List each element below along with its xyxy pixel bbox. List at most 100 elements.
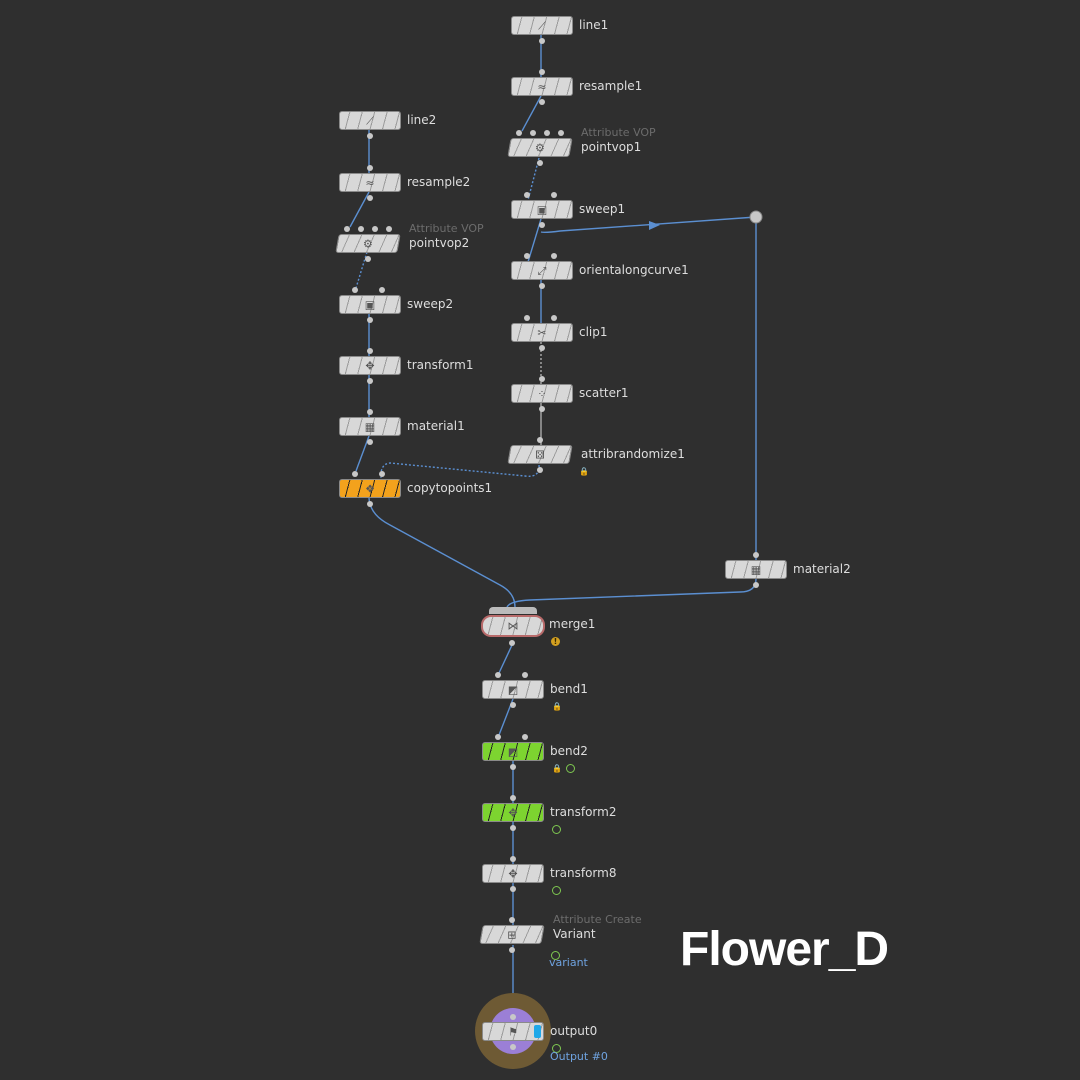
- input-connector[interactable]: [544, 130, 550, 136]
- output-connector[interactable]: [367, 378, 373, 384]
- node-material1[interactable]: ▦: [339, 417, 401, 436]
- input-connector[interactable]: [524, 253, 530, 259]
- node-transform2[interactable]: ✥: [482, 803, 544, 822]
- node-sweep1[interactable]: ▣: [511, 200, 573, 219]
- output-connector[interactable]: [510, 1044, 516, 1050]
- output-connector[interactable]: [510, 886, 516, 892]
- node-bend1[interactable]: ◩: [482, 680, 544, 699]
- input-connector[interactable]: [510, 795, 516, 801]
- node-name[interactable]: line1: [579, 18, 609, 32]
- input-connector[interactable]: [530, 130, 536, 136]
- node-name[interactable]: sweep1: [579, 202, 626, 216]
- output-connector[interactable]: [753, 582, 759, 588]
- lock-icon[interactable]: 🔒: [552, 702, 562, 711]
- node-copytopoints1[interactable]: ❖: [339, 479, 401, 498]
- input-connector[interactable]: [344, 226, 350, 232]
- node-orientalongcurve1[interactable]: ⤢: [511, 261, 573, 280]
- node-material2[interactable]: ▦: [725, 560, 787, 579]
- output-connector[interactable]: [539, 283, 545, 289]
- node-name[interactable]: resample2: [407, 175, 471, 189]
- input-connector[interactable]: [516, 130, 522, 136]
- node-name[interactable]: material1: [407, 419, 465, 433]
- output-connector[interactable]: [539, 99, 545, 105]
- output-connector[interactable]: [509, 640, 515, 646]
- node-line2[interactable]: ⟋: [339, 111, 401, 130]
- output-connector[interactable]: [539, 38, 545, 44]
- input-connector[interactable]: [367, 165, 373, 171]
- node-attribrandomize1[interactable]: ⚄: [507, 445, 573, 464]
- node-name[interactable]: scatter1: [579, 386, 629, 400]
- input-connector[interactable]: [367, 348, 373, 354]
- input-connector[interactable]: [386, 226, 392, 232]
- output-connector[interactable]: [365, 256, 371, 262]
- output-connector[interactable]: [539, 345, 545, 351]
- node-transform1[interactable]: ✥: [339, 356, 401, 375]
- node-sweep2[interactable]: ▣: [339, 295, 401, 314]
- node-name[interactable]: transform1: [407, 358, 474, 372]
- output-connector[interactable]: [510, 702, 516, 708]
- output-connector[interactable]: [367, 439, 373, 445]
- node-name[interactable]: pointvop2: [409, 236, 470, 250]
- output-connector[interactable]: [367, 501, 373, 507]
- node-name[interactable]: sweep2: [407, 297, 454, 311]
- node-output0[interactable]: ⚑: [482, 1022, 544, 1041]
- input-connector[interactable]: [352, 471, 358, 477]
- node-pointvop1[interactable]: ⚙: [507, 138, 573, 157]
- input-connector[interactable]: [524, 192, 530, 198]
- node-clip1[interactable]: ✂: [511, 323, 573, 342]
- node-name[interactable]: pointvop1: [581, 140, 642, 154]
- output-connector[interactable]: [509, 947, 515, 953]
- input-connector[interactable]: [367, 409, 373, 415]
- input-connector[interactable]: [509, 917, 515, 923]
- display-flag-button[interactable]: [534, 1025, 541, 1038]
- input-connector[interactable]: [551, 253, 557, 259]
- node-name[interactable]: output0: [550, 1024, 598, 1038]
- node-bend2[interactable]: ◩: [482, 742, 544, 761]
- input-connector[interactable]: [358, 226, 364, 232]
- node-scatter1[interactable]: ⁘: [511, 384, 573, 403]
- node-variant[interactable]: ⊞: [479, 925, 545, 944]
- input-connector[interactable]: [379, 471, 385, 477]
- node-name[interactable]: attribrandomize1: [581, 447, 685, 461]
- input-connector[interactable]: [539, 69, 545, 75]
- input-connector[interactable]: [510, 1014, 516, 1020]
- merge-input-bar[interactable]: [489, 607, 537, 614]
- output-connector[interactable]: [537, 467, 543, 473]
- input-connector[interactable]: [524, 315, 530, 321]
- node-name[interactable]: transform2: [550, 805, 617, 819]
- node-merge1[interactable]: ⋈: [481, 615, 545, 637]
- input-connector[interactable]: [352, 287, 358, 293]
- node-name[interactable]: copytopoints1: [407, 481, 493, 495]
- node-resample1[interactable]: ≈: [511, 77, 573, 96]
- output-connector[interactable]: [537, 160, 543, 166]
- node-resample2[interactable]: ≈: [339, 173, 401, 192]
- input-connector[interactable]: [551, 315, 557, 321]
- node-line1[interactable]: ⟋: [511, 16, 573, 35]
- input-connector[interactable]: [495, 734, 501, 740]
- node-name[interactable]: resample1: [579, 79, 643, 93]
- node-name[interactable]: bend1: [550, 682, 588, 696]
- input-connector[interactable]: [379, 287, 385, 293]
- node-name[interactable]: transform8: [550, 866, 617, 880]
- node-transform8[interactable]: ✥: [482, 864, 544, 883]
- node-name[interactable]: line2: [407, 113, 437, 127]
- output-connector[interactable]: [510, 764, 516, 770]
- output-connector[interactable]: [539, 406, 545, 412]
- output-connector[interactable]: [539, 222, 545, 228]
- input-connector[interactable]: [558, 130, 564, 136]
- input-connector[interactable]: [537, 437, 543, 443]
- input-connector[interactable]: [522, 672, 528, 678]
- input-connector[interactable]: [510, 856, 516, 862]
- node-name[interactable]: Variant: [553, 927, 596, 941]
- lock-icon[interactable]: 🔒: [579, 467, 589, 476]
- input-connector[interactable]: [372, 226, 378, 232]
- node-name[interactable]: material2: [793, 562, 851, 576]
- input-connector[interactable]: [522, 734, 528, 740]
- output-connector[interactable]: [367, 195, 373, 201]
- input-connector[interactable]: [539, 376, 545, 382]
- output-connector[interactable]: [510, 825, 516, 831]
- output-connector[interactable]: [367, 133, 373, 139]
- input-connector[interactable]: [551, 192, 557, 198]
- warning-icon[interactable]: !: [551, 637, 560, 646]
- node-name[interactable]: bend2: [550, 744, 588, 758]
